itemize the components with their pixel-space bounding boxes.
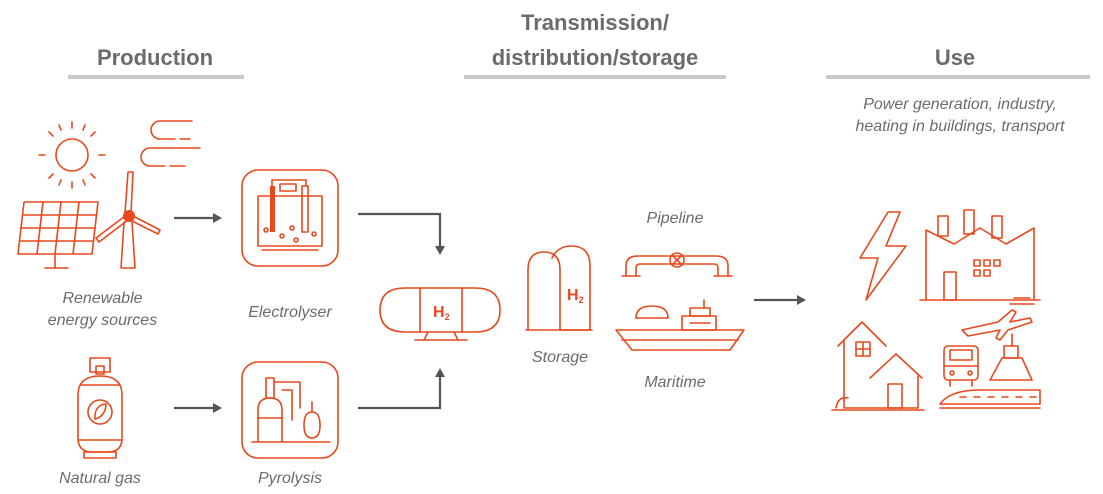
ship-icon <box>615 299 745 351</box>
transmission-header-line1: Transmission/ <box>521 10 669 35</box>
wind-turbine-icon <box>95 171 161 269</box>
pipeline-icon <box>621 252 733 277</box>
lightning-icon <box>859 211 907 301</box>
transmission-header-rule <box>464 75 726 79</box>
renewable-label-line1: Renewable <box>62 290 143 307</box>
gas-cylinder-icon <box>77 357 123 459</box>
transmission-header-line2: distribution/storage <box>491 45 699 70</box>
renewable-label-line2: energy sources <box>47 312 158 329</box>
h2-tank-symbol: H2 <box>433 304 450 322</box>
storage-silo-icon: H2 <box>525 245 593 331</box>
arrow-gas-to-pyrolysis <box>174 403 222 413</box>
transmission-header: Transmission/ distribution/storage <box>440 10 750 71</box>
pyrolysis-label: Pyrolysis <box>257 470 322 487</box>
use-description-line2: heating in buildings, transport <box>855 118 1065 135</box>
electrolyser-label: Electrolyser <box>248 304 332 321</box>
wind-icon <box>140 120 201 167</box>
solar-panel-icon <box>17 201 99 269</box>
maritime-label: Maritime <box>644 374 706 391</box>
use-description: Power generation, industry, heating in b… <box>820 94 1100 138</box>
arrow-pyrolysis-to-tank <box>358 368 445 410</box>
h2-tank-icon: H2 <box>379 287 501 341</box>
transport-icon <box>939 297 1041 409</box>
use-description-line1: Power generation, industry, <box>863 96 1057 113</box>
natural-gas-label: Natural gas <box>59 470 141 487</box>
storage-label: Storage <box>531 349 589 366</box>
electrolyser-icon <box>241 169 339 267</box>
pyrolysis-icon <box>241 361 339 459</box>
factory-icon <box>919 209 1041 301</box>
use-header-rule <box>826 75 1090 79</box>
arrow-to-use <box>754 295 806 305</box>
use-header: Use <box>934 45 976 70</box>
arrow-renewables-to-electrolyser <box>174 213 222 223</box>
sun-icon <box>38 121 106 189</box>
house-icon <box>831 321 925 411</box>
production-header-rule <box>68 75 244 79</box>
production-header: Production <box>96 45 214 70</box>
renewable-label: Renewable energy sources <box>15 288 190 332</box>
storage-h2-symbol: H2 <box>567 287 584 305</box>
pipeline-label: Pipeline <box>646 210 704 227</box>
arrow-electrolyser-to-tank <box>358 212 445 255</box>
